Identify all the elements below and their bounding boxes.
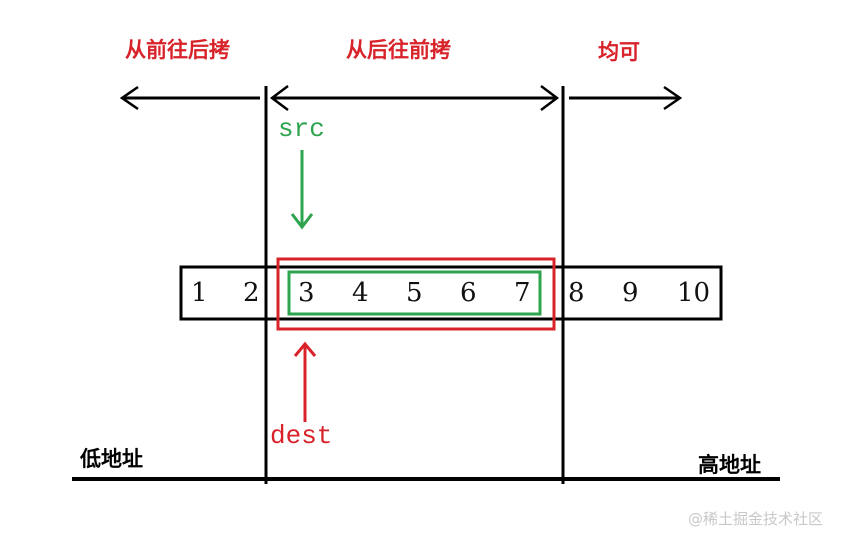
dest-label: dest [270, 421, 333, 451]
label-either: 均可 [598, 40, 640, 64]
arrow-left-icon [119, 85, 260, 111]
array-box [179, 265, 723, 321]
src-label: src [278, 114, 325, 144]
arrow-right-icon [569, 85, 683, 111]
arrow-down-icon [290, 150, 314, 230]
watermark: @稀土掘金技术社区 [688, 510, 824, 528]
low-address-label: 低地址 [80, 447, 143, 471]
src-range-box [287, 270, 542, 316]
array-cell-5: 5 [406, 278, 423, 308]
array-cell-8: 8 [568, 278, 585, 308]
array-cell-9: 9 [622, 278, 639, 308]
array-cell-4: 4 [352, 278, 369, 308]
arrow-up-icon [293, 341, 317, 422]
array-cell-1: 1 [191, 278, 208, 308]
label-back-to-front: 从后往前拷 [346, 38, 451, 62]
array-cell-7: 7 [514, 278, 531, 308]
array-cell-2: 2 [243, 278, 260, 308]
array-cell-10: 10 [677, 278, 711, 308]
dest-range-box [276, 257, 556, 331]
array-cell-6: 6 [460, 278, 477, 308]
arrow-both-icon [269, 85, 560, 111]
array-cell-3: 3 [298, 278, 315, 308]
high-address-label: 高地址 [698, 453, 761, 477]
label-front-to-back: 从前往后拷 [125, 38, 230, 62]
